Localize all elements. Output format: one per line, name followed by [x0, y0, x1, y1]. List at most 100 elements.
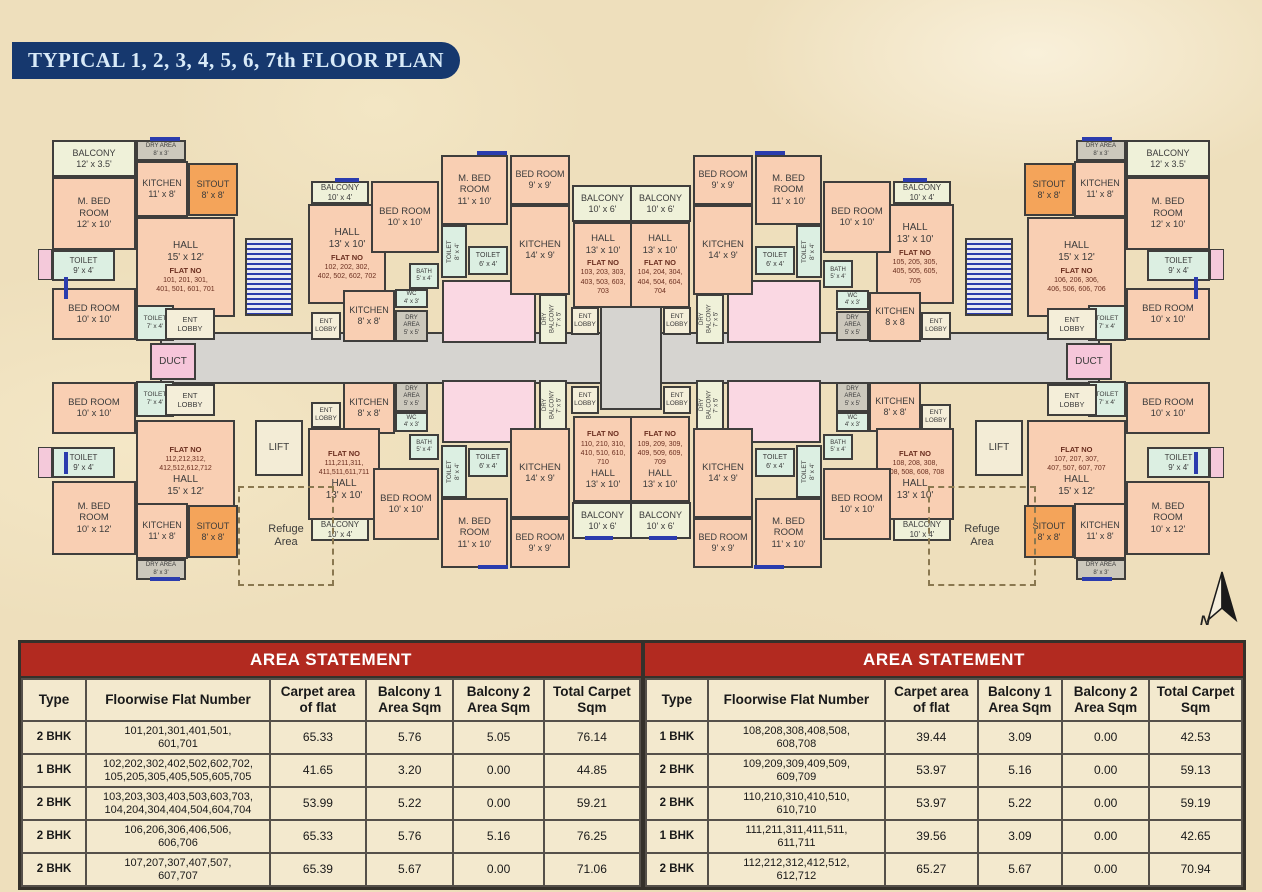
cell-type: 1 BHK	[20, 753, 88, 788]
cell-type: 1 BHK	[645, 819, 709, 854]
cell-type: 2 BHK	[20, 819, 88, 854]
window-marker	[477, 151, 507, 155]
cell-carpet-area: 53.99	[268, 786, 368, 821]
window-marker	[754, 565, 784, 569]
column-header: Type	[20, 678, 88, 722]
cell-balcony1-area: 5.22	[976, 786, 1064, 821]
window-marker	[150, 577, 180, 581]
cell-carpet-area: 65.27	[883, 852, 979, 887]
cell-carpet-area: 65.33	[268, 819, 368, 854]
north-arrow-icon	[1206, 571, 1238, 623]
cell-flat-numbers: 110,210,310,410,510,610,710	[706, 786, 886, 821]
cell-balcony1-area: 5.76	[365, 720, 455, 755]
window-marker	[649, 536, 677, 540]
page-title-banner: TYPICAL 1, 2, 3, 4, 5, 6, 7th FLOOR PLAN	[12, 42, 460, 79]
cell-balcony2-area: 0.00	[452, 852, 545, 887]
cell-type: 2 BHK	[645, 852, 709, 887]
cell-balcony1-area: 3.20	[365, 753, 455, 788]
cell-type: 1 BHK	[645, 720, 709, 755]
cell-type: 2 BHK	[20, 786, 88, 821]
cell-balcony1-area: 3.09	[976, 819, 1064, 854]
duct-left: DUCT	[150, 343, 196, 380]
column-header: Floorwise Flat Number	[706, 678, 886, 722]
window-marker	[478, 565, 508, 569]
cell-carpet-area: 53.97	[883, 786, 979, 821]
cell-type: 2 BHK	[645, 753, 709, 788]
cell-balcony1-area: 3.09	[976, 720, 1064, 755]
cell-balcony2-area: 0.00	[1061, 852, 1151, 887]
window-marker	[1194, 277, 1198, 299]
cell-flat-numbers: 107,207,307,407,507,607,707	[85, 852, 271, 887]
window-marker	[335, 178, 359, 182]
pink-room-110	[442, 380, 536, 443]
window-marker	[755, 151, 785, 155]
cell-total-carpet: 44.85	[542, 753, 642, 788]
cell-total-carpet: 59.19	[1148, 786, 1243, 821]
lift-right: LIFT	[975, 420, 1023, 476]
lift-left: LIFT	[255, 420, 303, 476]
cell-total-carpet: 42.65	[1148, 819, 1243, 854]
window-marker	[150, 137, 180, 141]
cell-flat-numbers: 103,203,303,403,503,603,703,104,204,304,…	[85, 786, 271, 821]
stairs-left	[245, 238, 293, 316]
window-marker	[585, 536, 613, 540]
table-title-right: AREA STATEMENT	[645, 643, 1243, 678]
page-title: TYPICAL 1, 2, 3, 4, 5, 6, 7th FLOOR PLAN	[27, 48, 445, 72]
shaft-left-top	[38, 249, 52, 280]
